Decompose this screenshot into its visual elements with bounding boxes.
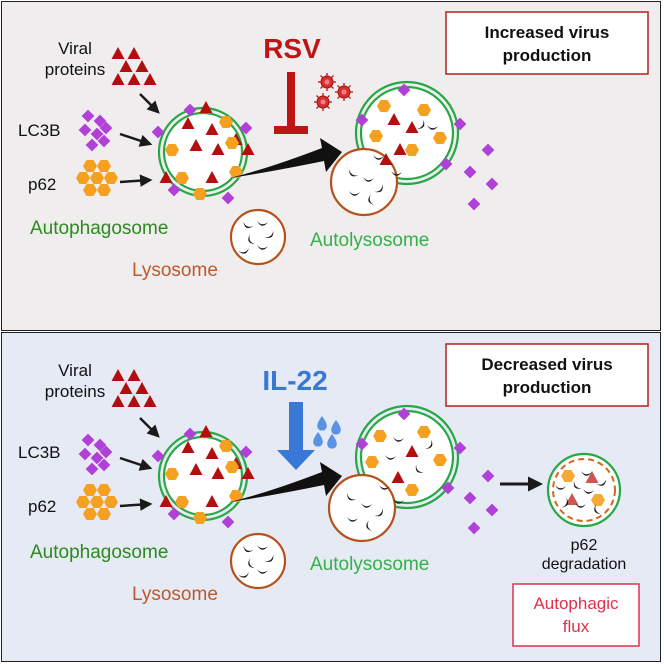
p62-label-bottom: p62 <box>28 497 56 516</box>
autophagic-flux-text-line2: flux <box>563 617 590 636</box>
lc3b-label-bottom: LC3B <box>18 443 61 462</box>
lysosome <box>229 208 287 266</box>
input-arrows-bottom <box>119 417 160 511</box>
viral-proteins-label-line2: proteins <box>45 60 105 79</box>
p62-degradation-label-line2: degradation <box>542 556 627 573</box>
autophagic-flux-text-line1: Autophagic <box>533 594 619 613</box>
p62-cluster <box>76 160 118 196</box>
decreased-virus-box <box>445 343 649 407</box>
viral-proteins-label-line2-bottom: proteins <box>45 382 105 401</box>
viral-protein-cluster-bottom <box>111 369 157 407</box>
autolysosome <box>329 80 499 217</box>
increased-virus-text-line1: Increased virus <box>485 23 610 42</box>
viral-proteins-label-line1: Viral <box>58 39 92 58</box>
rsv-label: RSV <box>263 33 321 64</box>
il22-label: IL-22 <box>262 365 327 396</box>
input-arrows <box>119 93 160 187</box>
il22-droplets <box>313 416 341 449</box>
increased-virus-box <box>445 11 649 75</box>
lc3b-cluster-bottom <box>78 433 113 476</box>
decreased-virus-text-line2: production <box>503 378 592 397</box>
autolysosome-bottom <box>327 404 499 543</box>
lysosome-label: Lysosome <box>132 260 218 281</box>
autophagic-flux-box <box>512 583 640 647</box>
lc3b-cluster <box>78 109 113 152</box>
p62-degradation-label-line1: p62 <box>571 537 598 554</box>
p62-cluster-bottom <box>76 484 118 520</box>
autophagosome-bottom <box>151 425 255 529</box>
viral-proteins-label-line1-bottom: Viral <box>58 361 92 380</box>
bottom-panel-graphics: Viral proteins LC3B p62 Autophagosome Ly… <box>18 343 649 647</box>
autophagosome <box>151 101 255 205</box>
autophagosome-label: Autophagosome <box>30 218 168 239</box>
il22-stimulation-arrow <box>277 402 315 470</box>
autolysosome-label-bottom: Autolysosome <box>310 554 429 575</box>
autolysosome-label: Autolysosome <box>310 230 429 251</box>
rsv-inhibition-symbol <box>274 72 308 134</box>
lysosome-bottom <box>229 532 287 590</box>
p62-label: p62 <box>28 175 56 194</box>
lysosome-label-bottom: Lysosome <box>132 584 218 605</box>
increased-virus-text-line2: production <box>503 46 592 65</box>
top-panel-graphics: Viral proteins LC3B p62 Autophagosome Ly… <box>18 11 649 281</box>
lc3b-label: LC3B <box>18 121 61 140</box>
autophagosome-label-bottom: Autophagosome <box>30 542 168 563</box>
rsv-virions <box>313 72 354 112</box>
viral-protein-cluster <box>111 47 157 85</box>
degraded-autolysosome <box>546 452 622 528</box>
decreased-virus-text-line1: Decreased virus <box>481 355 612 374</box>
